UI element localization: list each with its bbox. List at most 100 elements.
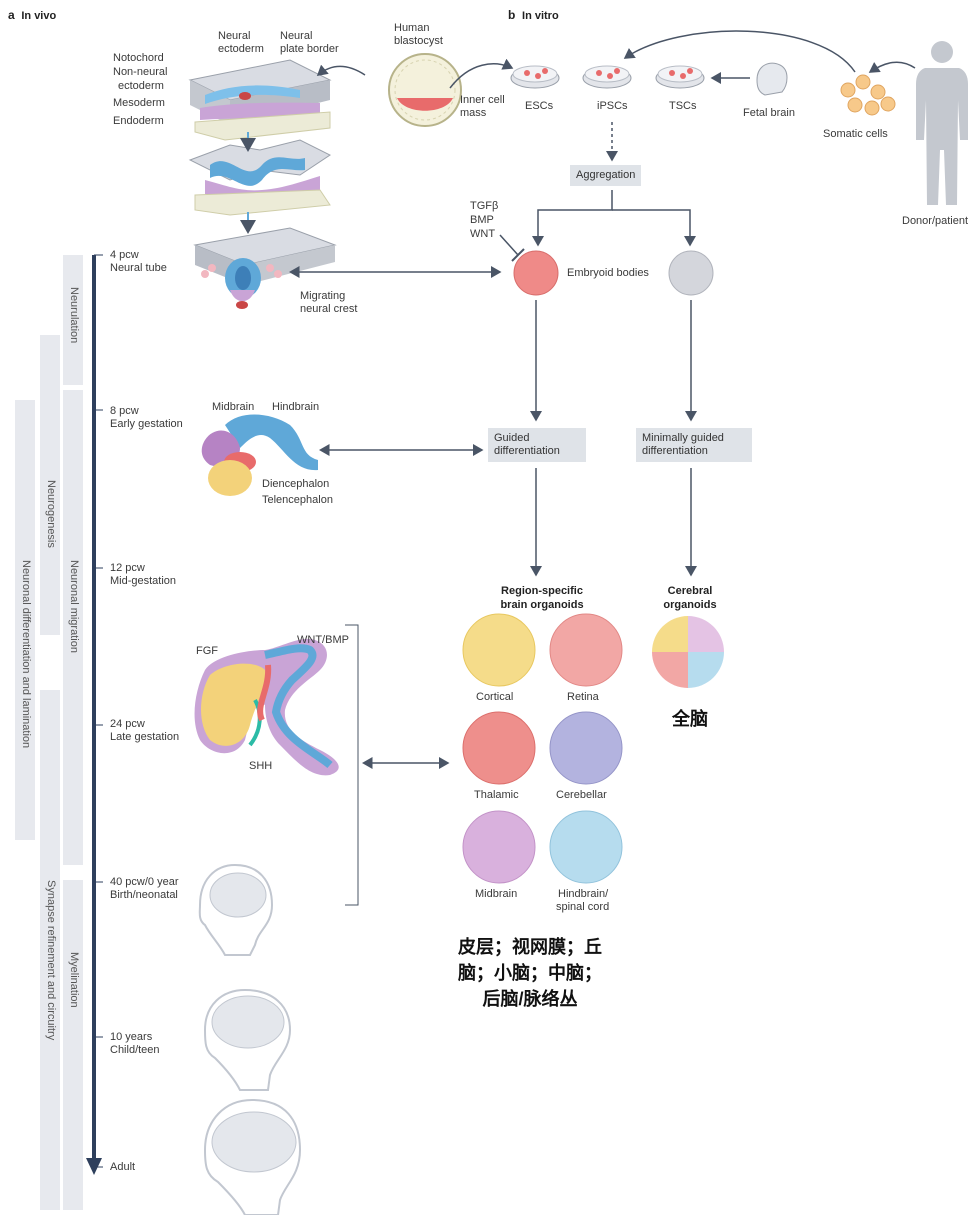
germ-layer-embryo [188,59,332,141]
timeline-24pcw-2: Late gestation [110,731,180,743]
label-non-neural: Non-neural [113,66,168,78]
annotation-whole-brain: 全脑 [672,709,708,729]
label-somatic: Somatic cells [823,128,888,140]
label-migrating-1: Migrating [300,290,346,302]
timeline-24pcw-1: 24 pcw [110,718,145,730]
region-organoids-title: Region-specific brain organoids [480,584,604,612]
label-bmp: BMP [470,214,494,226]
label-thalamic: Thalamic [474,789,519,801]
cerebral-title-2: organoids [663,599,717,611]
label-plate-border-2: plate border [280,43,339,55]
label-mesoderm: Mesoderm [113,97,165,109]
label-icm-2: mass [460,107,487,119]
organoid-midbrain [462,810,536,884]
organoid-cortical [462,613,536,687]
label-ectoderm: ectoderm [118,80,164,92]
panel-a-letter: a [8,8,15,22]
organoid-cerebellar [549,711,623,785]
somatic-cells [840,74,896,116]
timeline-4pcw-1: 4 pcw [110,249,139,261]
band-neurogenesis [40,335,60,635]
guided-line-1: Guided [494,432,530,444]
fetal-brain [756,62,788,96]
annotation-regions-1: 皮层；视网膜；丘 [458,937,602,957]
label-embryoid: Embryoid bodies [567,267,649,279]
panel-b-title: b In vitro [508,8,559,22]
label-wnt-bmp: WNT/BMP [297,634,349,646]
label-notochord: Notochord [113,52,164,64]
timeline-axis [86,254,103,1175]
timeline-12pcw-1: 12 pcw [110,562,145,574]
timeline-40pcw-1: 40 pcw/0 year [110,876,179,888]
min-guided-line-1: Minimally guided [642,432,724,444]
band-synapse [40,690,60,1210]
brain-8pcw [201,414,318,496]
label-neural-ecto-1: Neural [218,30,251,42]
label-migrating-2: neural crest [300,303,358,315]
panel-b-label: In vitro [522,10,559,22]
label-hindbrain-anat: Hindbrain [272,401,320,413]
region-title-2: brain organoids [500,599,584,611]
label-wnt: WNT [470,228,496,240]
label-diencephalon: Diencephalon [262,478,330,490]
annotation-regions-3: 后脑/脉络丛 [482,989,578,1009]
panel-a-title: a In vivo [8,8,56,22]
label-blastocyst-2: blastocyst [394,35,443,47]
label-hindbrain-org-1: Hindbrain/ [558,888,609,900]
label-tgfb: TGFβ [470,200,499,212]
timeline-10y-1: 10 years [110,1031,153,1043]
band-differentiation [15,400,35,840]
label-midbrain-anat: Midbrain [212,401,255,413]
min-guided-line-2: differentiation [642,445,708,457]
label-ipscs: iPSCs [597,100,628,112]
band-neuronal-migration [63,390,83,865]
label-fgf: FGF [196,645,218,657]
label-midbrain-org: Midbrain [475,888,518,900]
panel-b-letter: b [508,8,516,22]
label-neural-ecto-2: ectoderm [218,43,264,55]
embryoid-body-grey [668,250,714,296]
label-cortical: Cortical [476,691,514,703]
neural-tube-embryo [193,227,337,309]
minimally-guided-box: Minimally guided differentiation [636,428,752,462]
timeline-8pcw-1: 8 pcw [110,405,139,417]
label-escs: ESCs [525,100,554,112]
label-fetal-brain: Fetal brain [743,107,795,119]
label-telencephalon: Telencephalon [262,494,333,506]
label-donor: Donor/patient [902,215,969,227]
timeline-12pcw-2: Mid-gestation [110,575,177,587]
label-shh: SHH [249,760,273,772]
timeline-10y-2: Child/teen [110,1044,160,1056]
label-icm-1: Inner cell [460,94,505,106]
ipsc-dish [582,65,632,89]
organoid-hindbrain [549,810,623,884]
neural-fold-embryo [188,139,331,216]
label-cerebellar: Cerebellar [556,789,607,801]
band-neurulation [63,255,83,385]
aggregation-box: Aggregation [570,165,642,186]
timeline-4pcw-2: Neural tube [110,262,167,274]
band-myelination [63,880,83,1210]
region-title-1: Region-specific [501,585,583,597]
annotation-regions: 皮层；视网膜；丘 脑；小脑；中脑； 后脑/脉络丛 [420,934,640,1012]
infant-head [198,863,274,956]
guided-line-2: differentiation [494,445,560,457]
label-plate-border-1: Neural [280,30,313,42]
panel-a-label: In vivo [21,10,57,22]
donor-silhouette [916,41,968,205]
timeline-adult: Adult [110,1161,136,1173]
cerebral-title-1: Cerebral [667,585,713,597]
brain-24pcw [194,638,339,776]
blastocyst [388,53,462,127]
organoid-cerebral [652,616,724,688]
esc-dish [510,65,560,89]
cerebral-organoids-title: Cerebral organoids [650,584,730,612]
child-head [203,988,292,1091]
label-hindbrain-org-2: spinal cord [556,901,610,913]
timeline-8pcw-2: Early gestation [110,418,183,430]
embryoid-body-red [513,250,559,296]
guided-differentiation-box: Guided differentiation [488,428,586,462]
organoid-retina [549,613,623,687]
label-endoderm: Endoderm [113,115,164,127]
